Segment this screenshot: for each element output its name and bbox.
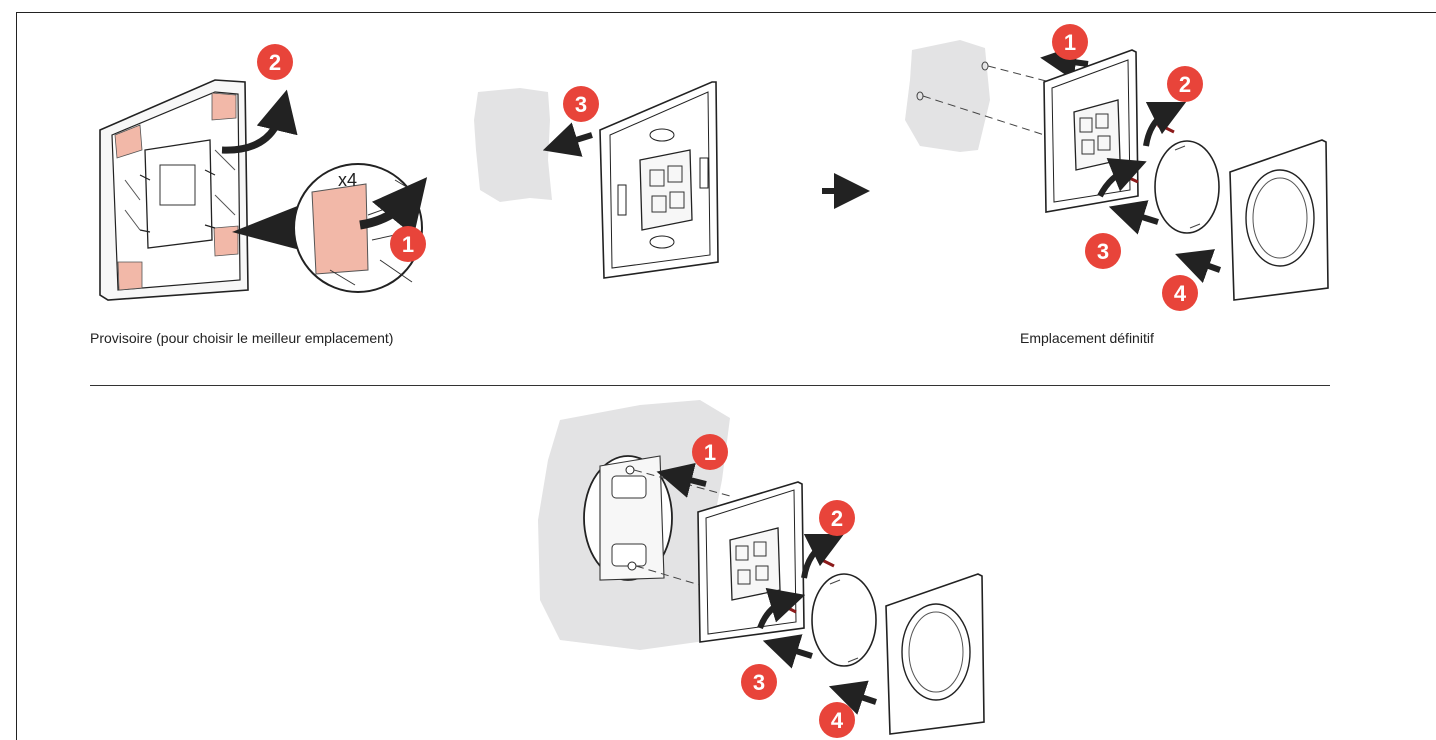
badge-number: 3	[575, 92, 587, 117]
badge-number: 1	[402, 232, 414, 257]
final-mount-illustration	[905, 40, 1329, 301]
badge-step-1-final: 1	[1052, 24, 1088, 60]
temporary-mount-illustration: x4	[99, 79, 428, 301]
adhesive-pads	[114, 92, 239, 291]
badge-number: 4	[1174, 281, 1187, 306]
badge-step-2-final: 2	[1167, 66, 1203, 102]
badge-step-3-box: 3	[741, 664, 777, 700]
badge-step-2-box: 2	[819, 500, 855, 536]
badge-step-4-final: 4	[1162, 275, 1198, 311]
section-divider	[90, 385, 1330, 386]
badge-number: 1	[704, 440, 716, 465]
badge-number: 2	[269, 50, 281, 75]
magnifier-detail: x4	[232, 163, 428, 293]
badge-step-1-box: 1	[692, 434, 728, 470]
diagram-frame	[16, 12, 1436, 740]
badge-number: 4	[831, 708, 844, 733]
badge-number: 1	[1064, 30, 1076, 55]
badge-step-4-box: 4	[819, 702, 855, 738]
badge-number: 2	[1179, 72, 1191, 97]
press-on-wall-illustration	[474, 81, 719, 279]
badge-number: 2	[831, 506, 843, 531]
multiplier-label: x4	[338, 170, 357, 190]
badge-number: 3	[1097, 239, 1109, 264]
badge-step-2-temp: 2	[257, 44, 293, 80]
badge-step-3-press: 3	[563, 86, 599, 122]
final-caption: Emplacement définitif	[1020, 330, 1154, 346]
badge-step-1-temp: 1	[390, 226, 426, 262]
flush-box-mount-illustration	[538, 400, 985, 735]
temporary-caption: Provisoire (pour choisir le meilleur emp…	[90, 330, 394, 346]
badge-step-3-final: 3	[1085, 233, 1121, 269]
badge-number: 3	[753, 670, 765, 695]
